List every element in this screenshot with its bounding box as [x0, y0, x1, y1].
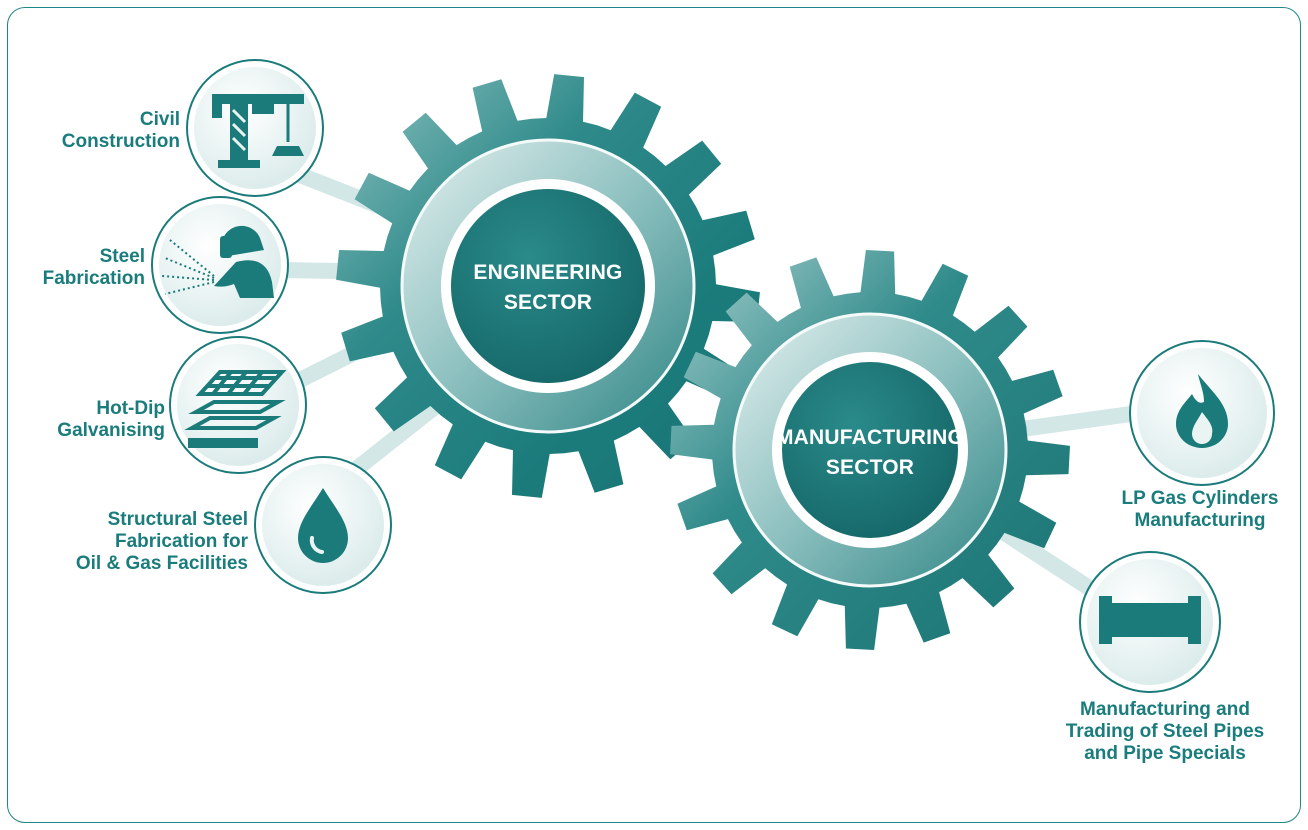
crane-icon: [212, 94, 304, 168]
pipes-label: Manufacturing and Trading of Steel Pipes…: [1065, 699, 1265, 764]
lpg-node: [1129, 340, 1275, 486]
engineering-sector-title: ENGINEERING SECTOR: [473, 261, 623, 314]
pipe-icon: [1099, 596, 1201, 644]
pipes-node: [1079, 551, 1221, 693]
manufacturing-sector-title: MANUFACTURING SECTOR: [775, 426, 965, 479]
engineering-gear: [336, 74, 760, 498]
lpg-label: LP Gas Cylinders Manufacturing: [1121, 488, 1279, 531]
steel-fabrication-label: Steel Fabrication: [42, 246, 145, 289]
oil-gas-label: Structural Steel Fabrication for Oil & G…: [75, 509, 248, 574]
grating-icon: [184, 370, 287, 448]
galvanising-label: Hot-Dip Galvanising: [57, 398, 165, 441]
gear1-hub: [451, 189, 645, 383]
manufacturing-gear: [670, 250, 1070, 650]
civil-construction-node: [186, 59, 324, 197]
galvanising-node: [169, 336, 307, 474]
oil-drop-icon: [298, 488, 348, 563]
oil-gas-node: [254, 456, 392, 594]
steel-fabrication-node: [151, 196, 289, 334]
gear2-hub: [782, 362, 958, 538]
welder-icon: [161, 225, 274, 298]
civil-construction-label: Civil Construction: [61, 109, 180, 152]
flame-icon: [1176, 374, 1228, 448]
